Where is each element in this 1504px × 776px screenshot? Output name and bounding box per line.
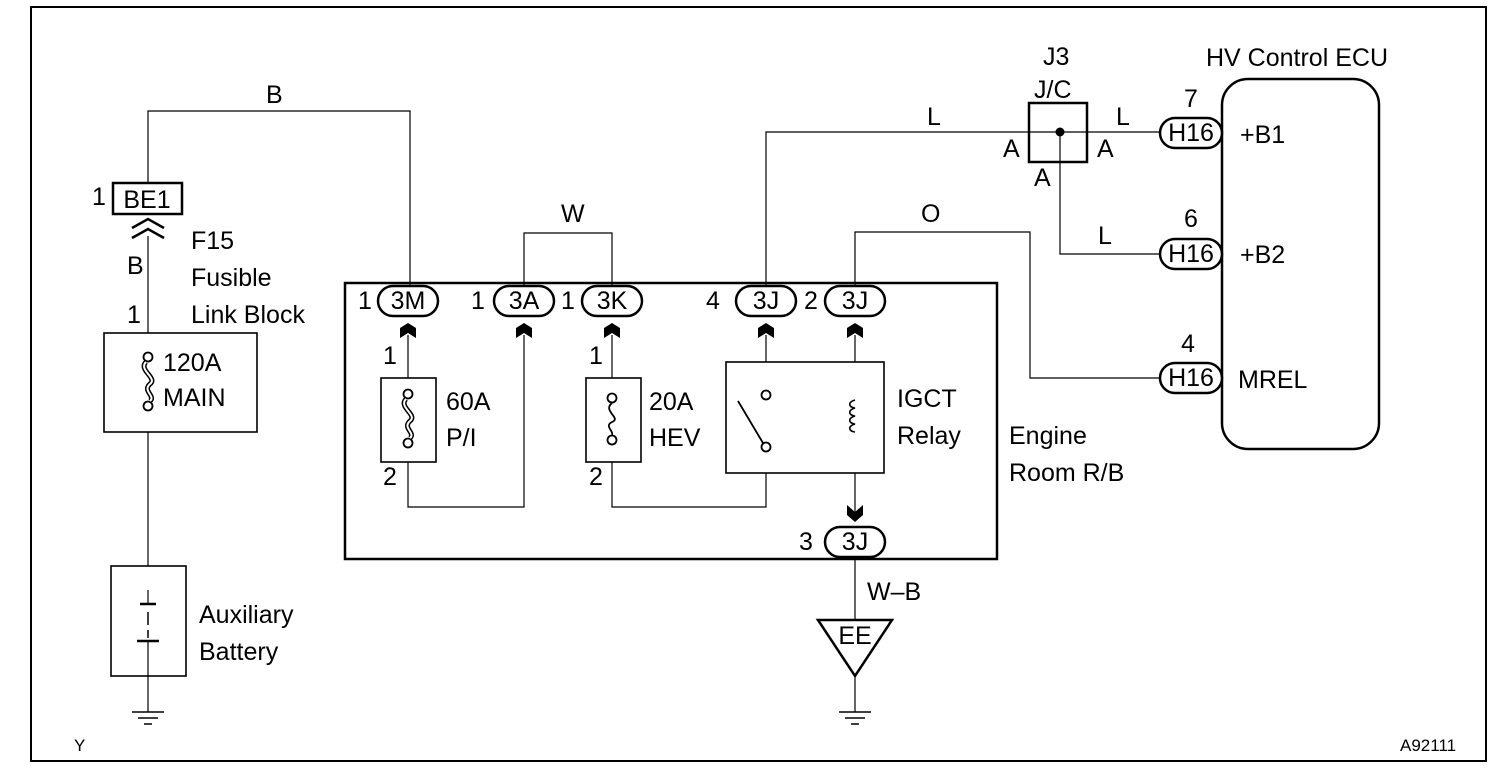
connector-3j-4: 3J <box>734 284 798 338</box>
fuse-60a-name: P/I <box>446 424 477 452</box>
main-pin: 1 <box>127 301 141 329</box>
wire-w-label: W <box>561 200 585 228</box>
wire-l-top <box>765 131 1160 290</box>
aux-battery-line-2: Battery <box>199 638 279 666</box>
engine-room-rb-line-1: Engine <box>1009 422 1087 450</box>
j3-label: J3 <box>1043 43 1069 71</box>
ee-ground-triangle <box>815 618 895 679</box>
svg-text:3J: 3J <box>842 528 868 556</box>
fuse-60a-rating: 60A <box>446 388 491 416</box>
h16-b1-pin: 7 <box>1184 85 1198 113</box>
figure-code: A92111 <box>1400 736 1456 755</box>
battery-ground-icon <box>132 711 164 725</box>
corner-y-mark: Y <box>74 736 85 755</box>
fuse-20a-icon <box>606 392 618 446</box>
wire-o-label: O <box>921 200 940 228</box>
jc-pin-a-left: A <box>1003 135 1020 163</box>
connector-3j-4-pin: 4 <box>706 287 720 315</box>
wire-b-left-label: B <box>127 252 144 280</box>
connector-h16-mrel: H16 <box>1158 361 1224 395</box>
connector-3k-pin: 1 <box>561 287 575 315</box>
terminal-b1: +B1 <box>1240 121 1285 149</box>
fusible-line-1: Fusible <box>191 264 272 292</box>
wire-wb-label: W–B <box>867 578 921 606</box>
fuse-60a-pin-2: 2 <box>383 463 397 491</box>
ee-ground-icon <box>839 711 871 725</box>
engine-room-rb-box <box>343 281 999 561</box>
fusible-line-2: Link Block <box>191 301 305 329</box>
wire-l-top-label: L <box>927 103 941 131</box>
igct-relay-line-1: IGCT <box>897 385 957 413</box>
connector-3j-2: 3J <box>823 284 887 338</box>
connector-3m-pin: 1 <box>358 287 372 315</box>
svg-text:H16: H16 <box>1168 364 1214 392</box>
relay-coil-icon <box>848 399 856 433</box>
svg-text:3J: 3J <box>753 287 779 315</box>
diagram-frame <box>30 6 1487 762</box>
jc-pin-a-bottom: A <box>1034 164 1051 192</box>
wire-o <box>854 231 1160 379</box>
engine-room-rb-line-2: Room R/B <box>1009 459 1124 487</box>
fuse-60a-icon <box>401 388 415 449</box>
relay-switch-icon <box>737 389 772 453</box>
connector-3a: 3A <box>492 284 556 338</box>
main-fusible-link-icon <box>141 351 155 412</box>
fuse-20a-rating: 20A <box>649 388 694 416</box>
svg-text:3K: 3K <box>597 287 628 315</box>
wire-l-right-label: L <box>1116 103 1130 131</box>
fuse-20a-name: HEV <box>649 424 701 452</box>
connector-3k: 3K <box>580 284 644 338</box>
fuse-20a-pin-2: 2 <box>589 463 603 491</box>
connector-3m: 3M <box>376 284 440 338</box>
jc-pin-a-right: A <box>1097 135 1114 163</box>
igct-relay-line-2: Relay <box>897 422 961 450</box>
svg-text:H16: H16 <box>1168 119 1214 147</box>
wire-w <box>523 232 613 290</box>
connector-3j-2-pin: 2 <box>804 287 818 315</box>
terminal-mrel: MREL <box>1238 366 1308 394</box>
main-rating: 120A <box>163 349 222 377</box>
jc-node-dot <box>1055 127 1065 137</box>
svg-text:3M: 3M <box>391 287 426 315</box>
h16-b2-pin: 6 <box>1184 205 1198 233</box>
ee-label: EE <box>838 622 871 650</box>
wire-b-top <box>147 110 411 290</box>
wire-60a-bottom <box>407 335 525 508</box>
wire-l-lower-label: L <box>1098 222 1112 250</box>
jc-label: J/C <box>1034 76 1072 104</box>
main-fuse-box <box>103 332 258 433</box>
connector-h16-b2: H16 <box>1158 237 1224 271</box>
main-name: MAIN <box>163 384 226 412</box>
terminal-b2: +B2 <box>1240 241 1285 269</box>
f15-label: F15 <box>191 227 234 255</box>
fuse-20a-pin-1: 1 <box>589 342 603 370</box>
be1-chevron-icon <box>131 217 165 240</box>
connector-3j-3: 3J <box>823 505 887 559</box>
svg-text:H16: H16 <box>1168 240 1214 268</box>
svg-text:3J: 3J <box>842 287 868 315</box>
aux-battery-line-1: Auxiliary <box>199 601 294 629</box>
igct-relay-box <box>725 361 885 474</box>
be1-connector <box>111 181 184 216</box>
be1-label: BE1 <box>123 186 170 214</box>
connector-3j-3-pin: 3 <box>799 528 813 556</box>
h16-mrel-pin: 4 <box>1181 330 1195 358</box>
be1-pin: 1 <box>92 183 106 211</box>
connector-h16-b1: H16 <box>1158 116 1224 150</box>
wire-l-lower <box>1059 132 1160 255</box>
wire-20a-bottom <box>611 450 767 508</box>
svg-text:3A: 3A <box>509 287 540 315</box>
ecu-title: HV Control ECU <box>1206 44 1388 72</box>
fuse-60a-pin-1: 1 <box>383 342 397 370</box>
wire-b-top-label: B <box>266 81 283 109</box>
hv-control-ecu-box <box>1220 77 1381 451</box>
fuse-20a-box <box>585 377 642 463</box>
connector-3a-pin: 1 <box>471 287 485 315</box>
battery-icon <box>137 590 159 676</box>
